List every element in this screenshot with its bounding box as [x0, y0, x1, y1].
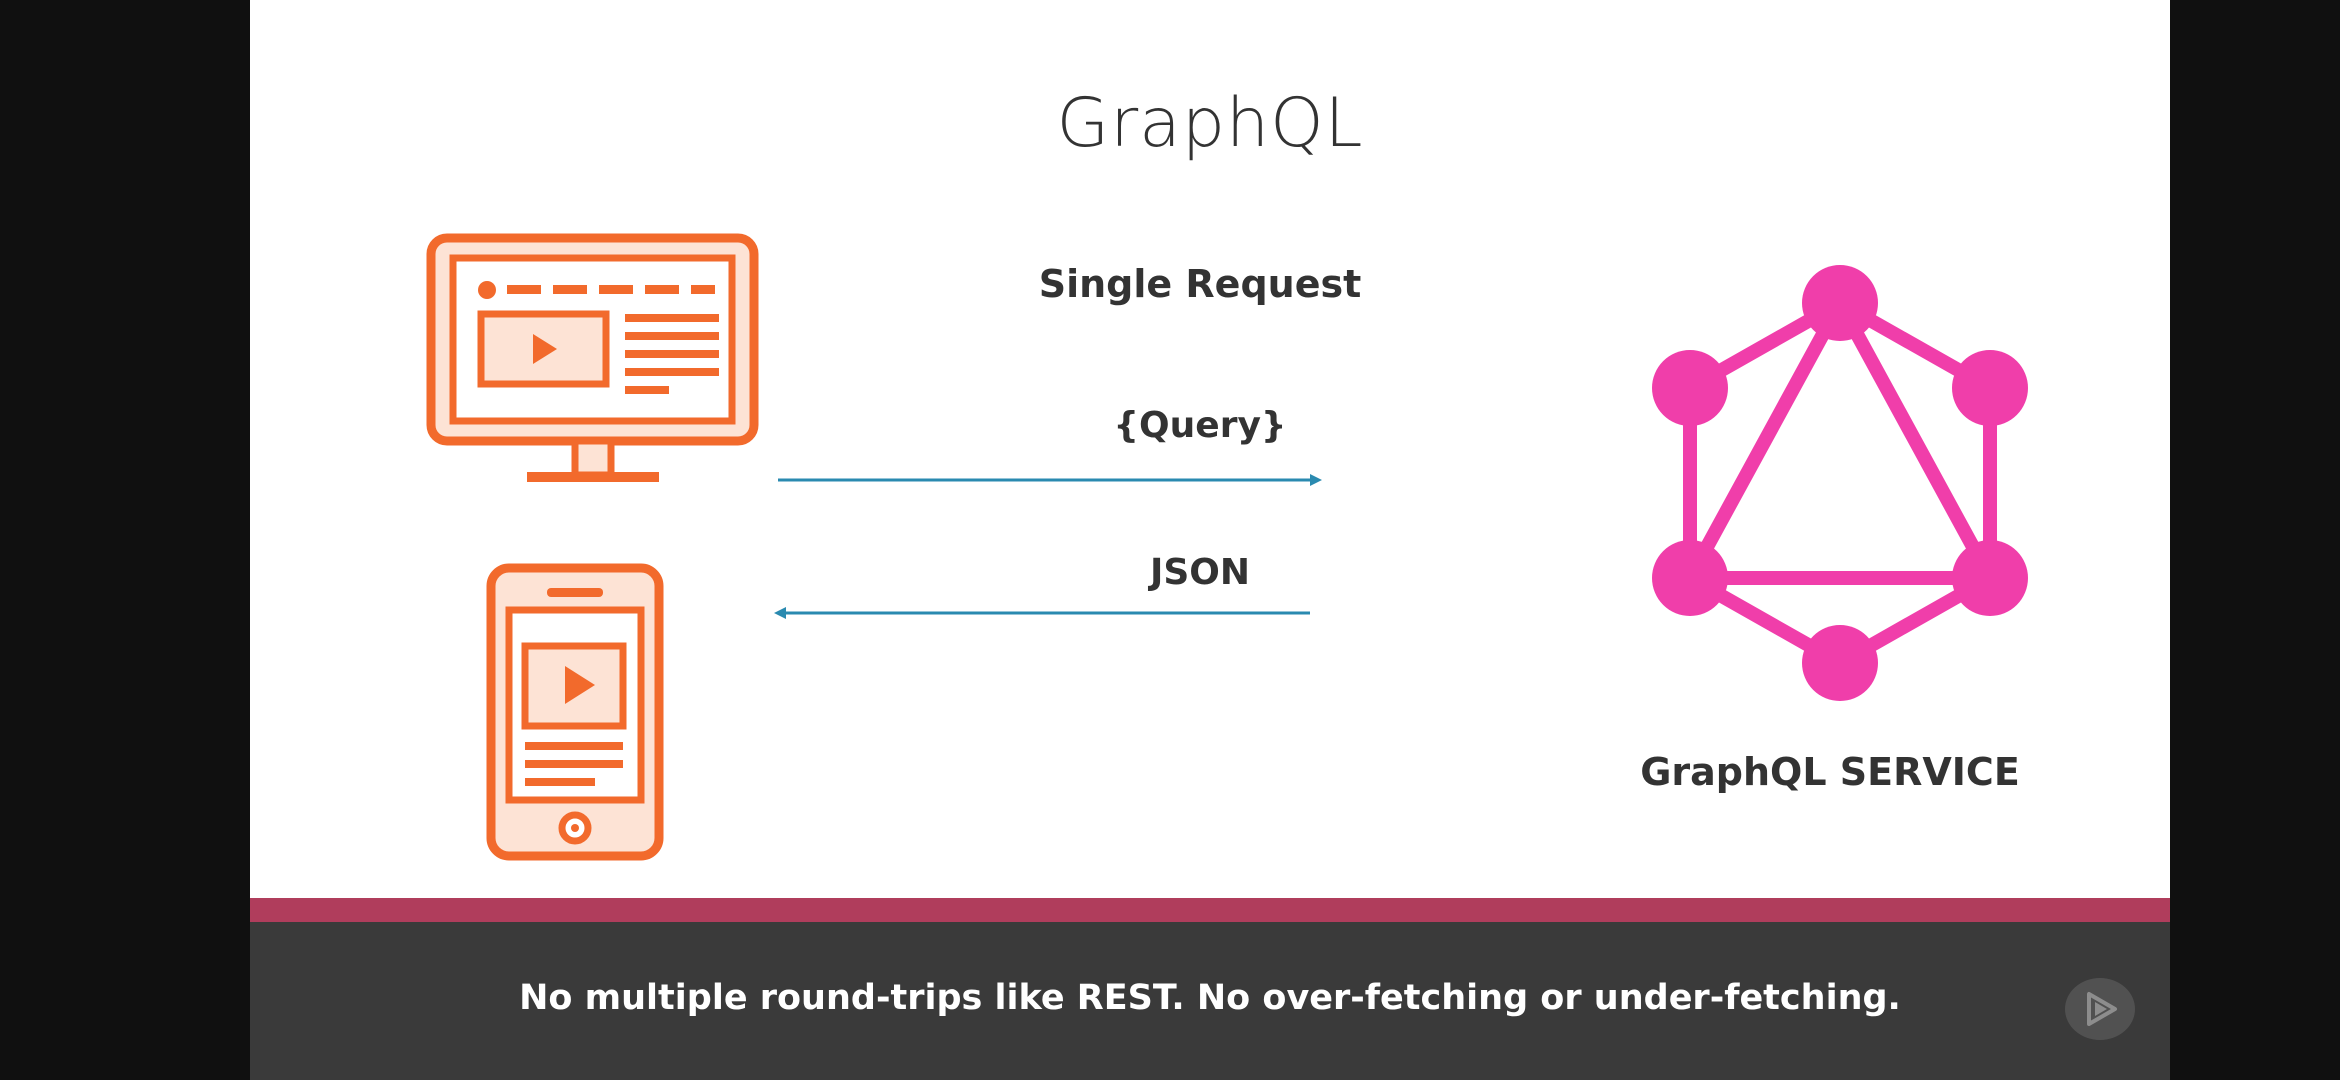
request-arrowhead — [1310, 474, 1322, 486]
desktop-monitor-icon — [426, 233, 759, 482]
slide-title: GraphQL — [1056, 84, 1364, 163]
graphql-service-label: GraphQL SERVICE — [1640, 750, 2020, 794]
json-label: JSON — [1149, 552, 1251, 593]
play-icon — [2087, 992, 2117, 1026]
letterbox-right — [2170, 0, 2340, 1080]
single-request-label: Single Request — [1038, 262, 1362, 306]
caption-text: No multiple round-trips like REST. No ov… — [519, 978, 1901, 1018]
letterbox-left — [0, 0, 250, 1080]
player-watermark-button[interactable] — [2065, 978, 2135, 1040]
mobile-phone-icon — [486, 563, 664, 861]
query-label: {Query} — [1113, 405, 1287, 446]
response-arrowhead — [774, 607, 786, 619]
caption-band — [250, 922, 2170, 1080]
slide-accent-bar — [250, 898, 2170, 922]
presentation-slide: GraphQL Single Request {Query} JSON — [250, 0, 2170, 1080]
graphql-logo-icon — [1652, 265, 2028, 701]
request-response-arrows — [774, 474, 1322, 619]
